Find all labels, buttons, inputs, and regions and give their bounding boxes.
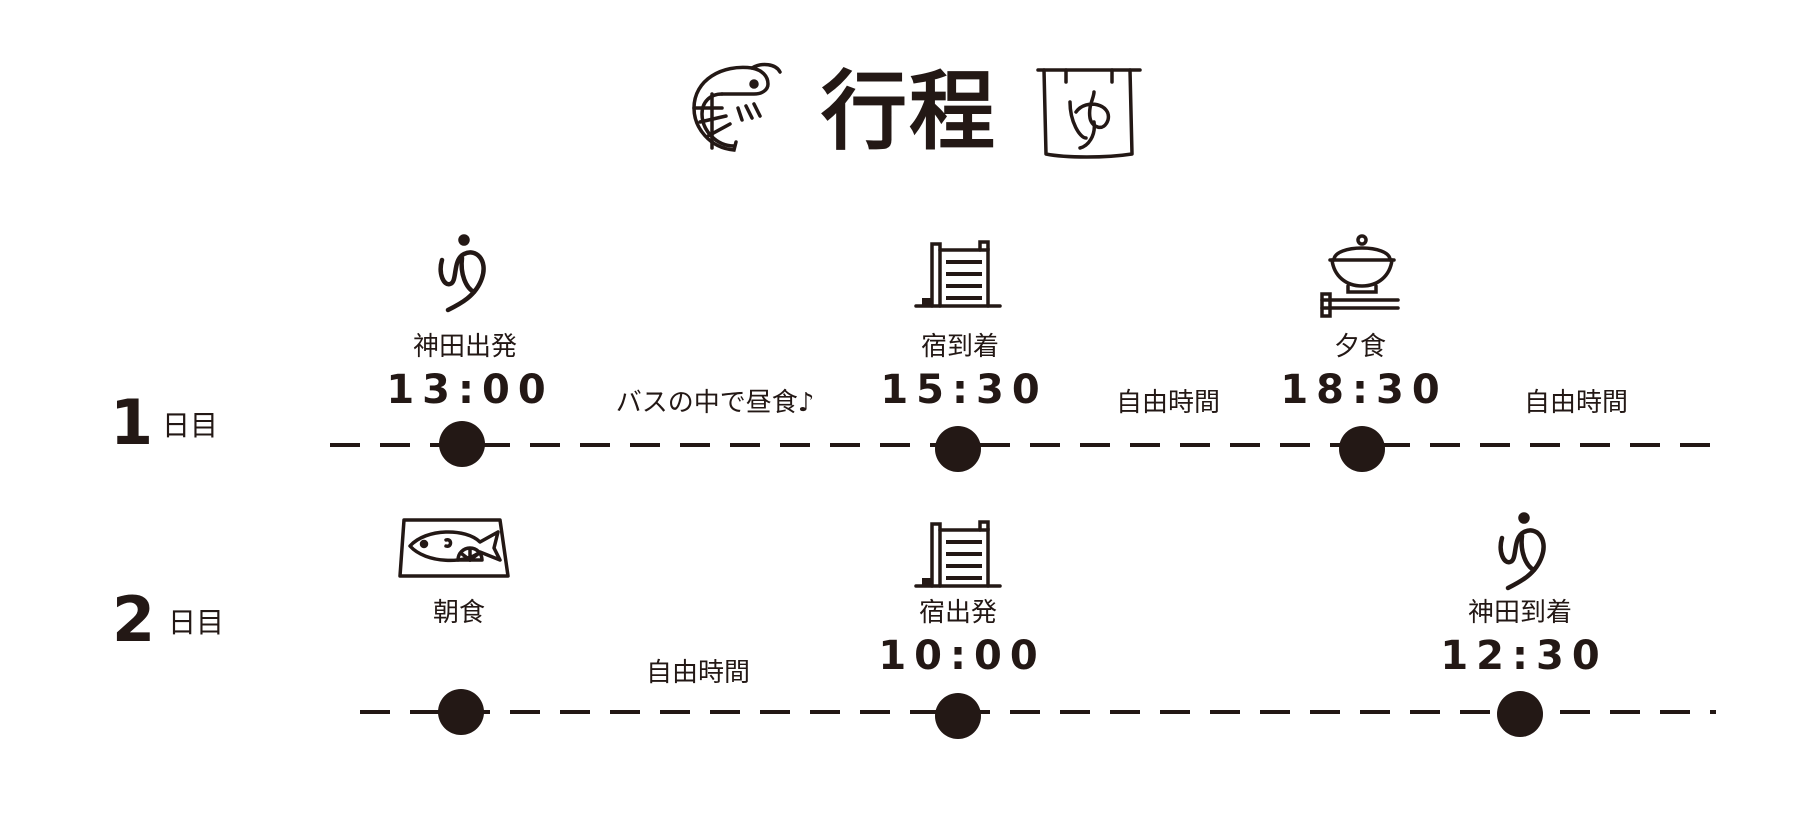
day-2-label: 日目 [168, 606, 225, 639]
day-2-number: 2 [112, 583, 156, 656]
grilled-fish-icon [396, 516, 516, 606]
hotel-building-icon [908, 516, 1008, 606]
timeline-dot [439, 421, 485, 467]
day-1-label: 日目 [162, 409, 219, 442]
timeline-dot [1339, 426, 1385, 472]
noren-curtain-icon [1036, 62, 1142, 162]
event-label: 宿到着 [920, 332, 999, 362]
timeline-dot [438, 689, 484, 735]
shrimp-icon [682, 58, 782, 158]
day-1-number: 1 [110, 386, 154, 459]
yu-mark-icon [412, 230, 512, 320]
yu-mark-icon [1472, 508, 1572, 598]
title-row: 行程 [0, 0, 1806, 180]
event-label: 神田到着 [1467, 598, 1572, 628]
event-label: 朝食 [432, 598, 485, 628]
rice-bowl-icon [1312, 230, 1412, 320]
timeline-dot [1497, 691, 1543, 737]
timeline-dot [935, 693, 981, 739]
segment-note: 自由時間 [645, 658, 750, 688]
event-time: 18:30 [1280, 367, 1448, 413]
event-label: 宿出発 [918, 598, 997, 628]
event-label: 神田出発 [412, 332, 517, 362]
segment-note: バスの中で昼食♪ [615, 388, 815, 418]
event-time: 10:00 [878, 633, 1046, 679]
event-time: 15:30 [880, 367, 1048, 413]
segment-note: 自由時間 [1115, 388, 1220, 418]
event-time: 12:30 [1440, 633, 1608, 679]
timeline-dot [935, 426, 981, 472]
event-time: 13:00 [386, 367, 554, 413]
segment-note: 自由時間 [1523, 388, 1628, 418]
hotel-building-icon [908, 236, 1008, 326]
day-1-timeline [330, 443, 1720, 447]
day-2-timeline [360, 710, 1716, 714]
event-label: 夕食 [1333, 332, 1386, 362]
page-title: 行程 [821, 62, 997, 162]
